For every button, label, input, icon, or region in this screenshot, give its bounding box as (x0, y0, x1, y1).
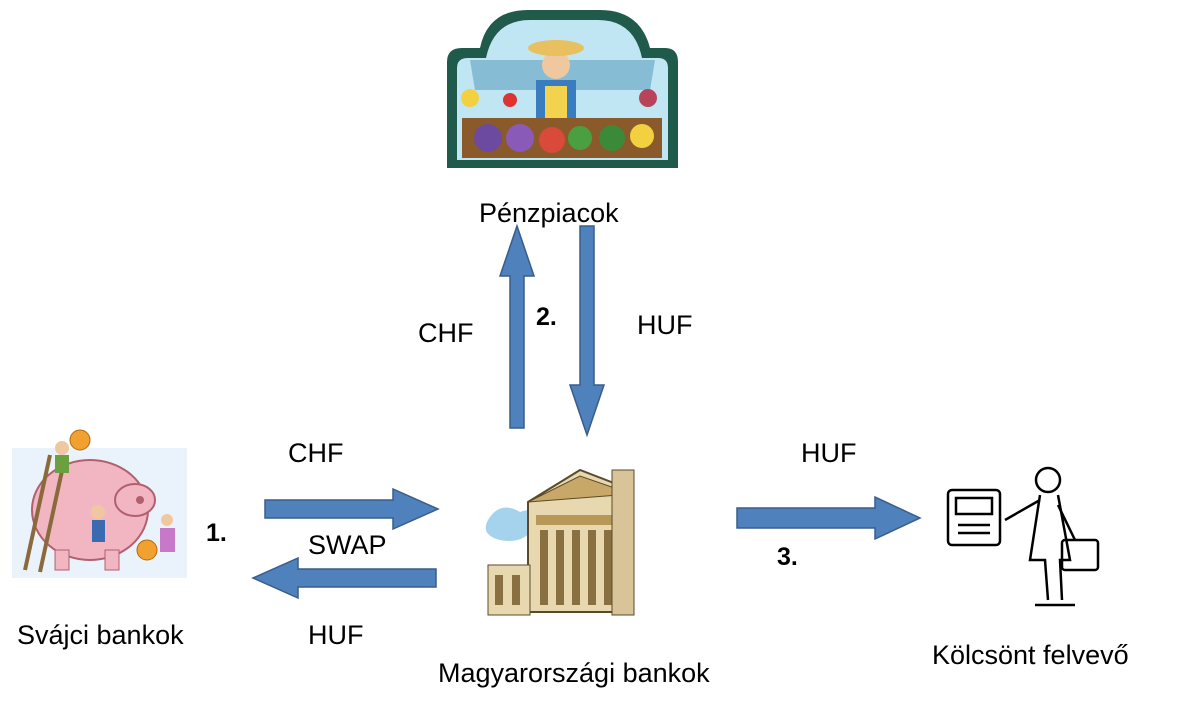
market-stall-illustration (447, 10, 678, 168)
node-borrower: Kölcsönt felvevő (932, 640, 1129, 670)
step-one: 1. (206, 519, 227, 547)
step-three: 3. (777, 543, 798, 571)
flow-label-chf-to-market: CHF (418, 318, 474, 348)
flow-label-huf-to-swiss: HUF (308, 620, 364, 650)
arrow-up-chf (498, 223, 536, 429)
arrow-right-huf (736, 495, 922, 541)
bank-building-illustration (485, 468, 635, 616)
flow-label-huf-to-borrower: HUF (801, 438, 857, 468)
borrower-illustration (946, 466, 1100, 607)
flow-label-swap: SWAP (308, 530, 387, 560)
flow-label-chf-swiss: CHF (288, 438, 344, 468)
arrow-left-huf (251, 556, 437, 600)
node-money-markets: Pénzpiacok (479, 198, 619, 228)
flow-label-huf-from-market: HUF (637, 310, 693, 340)
node-hungarian-banks: Magyarországi bankok (438, 658, 710, 688)
step-two: 2. (536, 303, 557, 331)
arrow-right-chf (264, 487, 440, 531)
node-swiss-banks: Svájci bankok (17, 620, 184, 650)
arrow-down-huf (568, 225, 606, 438)
piggy-bank-illustration (12, 429, 187, 578)
